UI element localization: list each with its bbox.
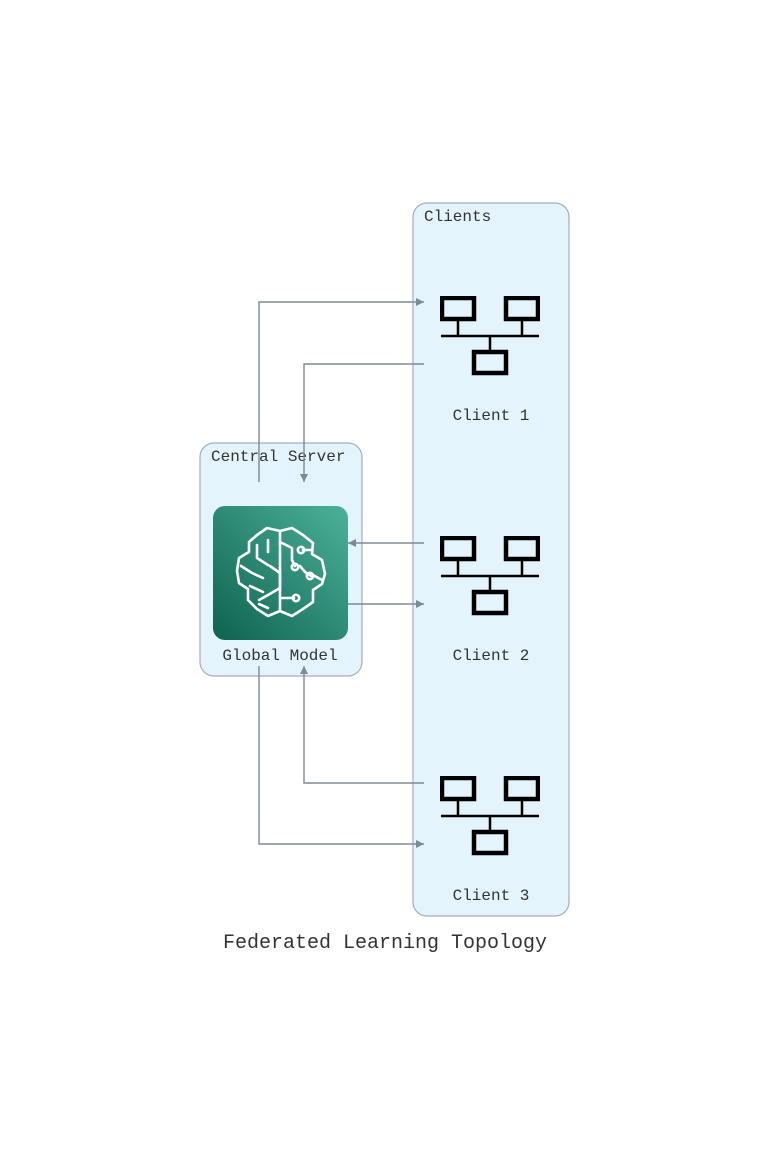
edge-client-1-to-model — [300, 363, 424, 482]
global-model-label: Global Model — [222, 647, 337, 665]
clients-cluster: Clients — [412, 202, 570, 917]
edges — [258, 298, 424, 848]
server-cluster-label: Central Server — [211, 448, 345, 466]
client-1-label: Client 1 — [453, 407, 530, 425]
client-3-label: Client 3 — [453, 887, 530, 905]
brain-circuit-icon — [235, 526, 327, 618]
global-model-node: Global Model — [213, 506, 348, 665]
edge-client-3-to-model — [300, 666, 424, 784]
diagram-title: Federated Learning Topology — [223, 932, 547, 955]
client-2-node: Client 2 — [441, 538, 539, 665]
client-2-label: Client 2 — [453, 647, 530, 665]
edge-model-to-client-1 — [258, 298, 424, 482]
client-3-node: Client 3 — [441, 778, 539, 905]
edge-model-to-client-3 — [258, 666, 424, 848]
client-1-node: Client 1 — [441, 298, 539, 425]
clients-cluster-label: Clients — [424, 208, 491, 226]
